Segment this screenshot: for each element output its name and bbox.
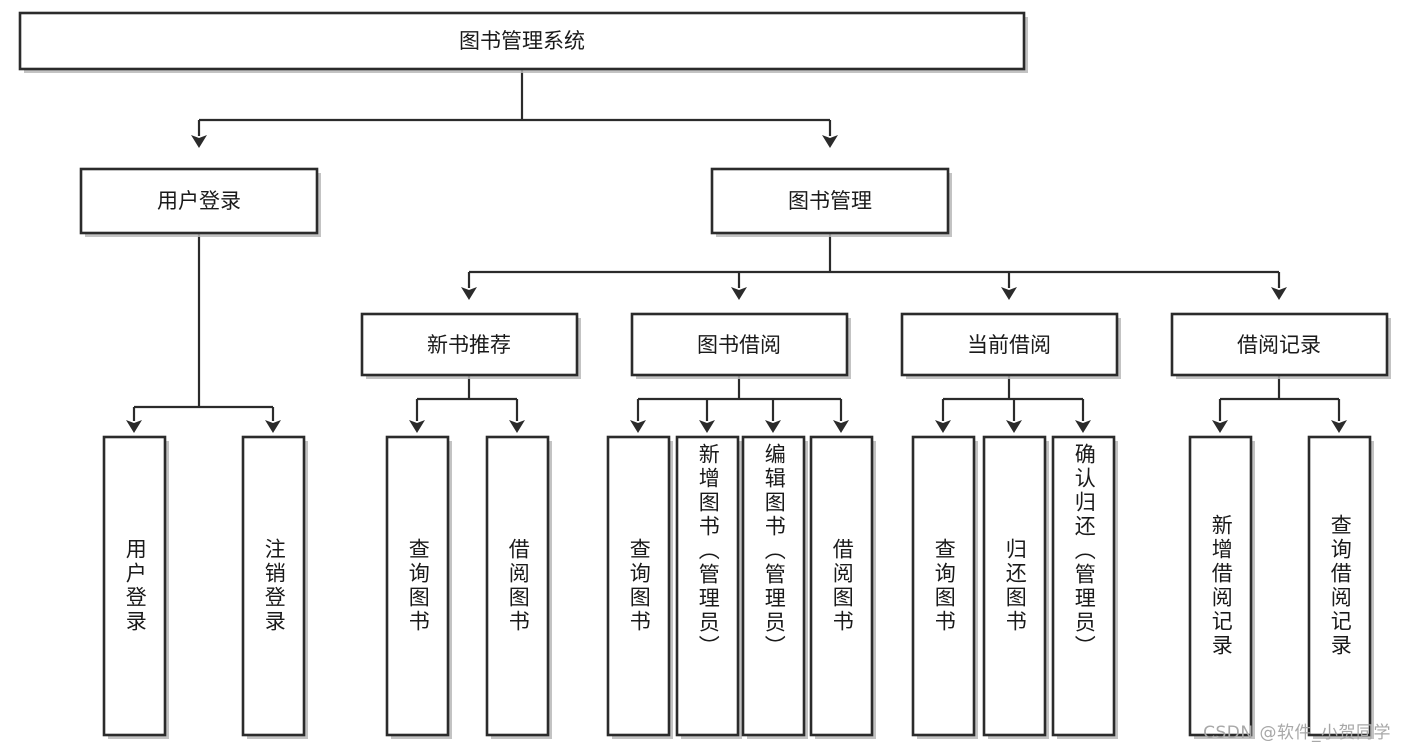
node-book-management-label: 图书管理	[788, 189, 872, 213]
node-book-management-box[interactable]	[710, 167, 950, 235]
leaf-add-borrow-record-box[interactable]	[1188, 435, 1253, 737]
node-book-borrow[interactable]: 图书借阅	[630, 312, 851, 379]
node-user-login[interactable]: 用户登录	[79, 167, 321, 237]
node-new-book-recommend-box[interactable]	[360, 312, 579, 377]
node-book-borrow-box[interactable]	[630, 312, 849, 377]
leaf-query-borrow-record-box[interactable]	[1307, 435, 1372, 737]
connector-group-root	[191, 69, 838, 148]
leaf-borrow-book-rec-box[interactable]	[485, 435, 550, 737]
leaf-query-book-rec-box[interactable]	[385, 435, 450, 737]
node-new-book-recommend-label: 新书推荐	[427, 333, 511, 357]
leaf-query-book-current-box[interactable]	[911, 435, 976, 737]
connector-group-user-login	[126, 233, 281, 433]
node-book-management[interactable]: 图书管理	[710, 167, 952, 237]
node-borrow-record[interactable]: 借阅记录	[1170, 312, 1391, 379]
node-root[interactable]: 图书管理系统	[18, 11, 1028, 73]
csdn-watermark: CSDN @软件_小贺同学	[1203, 723, 1391, 743]
node-borrow-record-label: 借阅记录	[1237, 333, 1321, 357]
connector-group-book-management	[461, 233, 1287, 300]
node-user-login-label: 用户登录	[157, 189, 241, 213]
leaf-boxes-group	[102, 435, 1374, 739]
leaf-add-book-box[interactable]	[675, 435, 740, 737]
node-new-book-recommend[interactable]: 新书推荐	[360, 312, 581, 379]
node-root-label: 图书管理系统	[459, 29, 585, 53]
connector-group-borrow-record	[1212, 375, 1347, 433]
node-user-login-box[interactable]	[79, 167, 319, 235]
node-current-borrow[interactable]: 当前借阅	[900, 312, 1121, 379]
leaf-logout-login-box[interactable]	[241, 435, 306, 737]
leaf-edit-book-box[interactable]	[741, 435, 806, 737]
connector-group-new-book-recommend	[409, 375, 525, 433]
leaf-confirm-return-box[interactable]	[1051, 435, 1116, 737]
leaf-return-book-box[interactable]	[982, 435, 1047, 737]
node-borrow-record-box[interactable]	[1170, 312, 1389, 377]
node-current-borrow-box[interactable]	[900, 312, 1119, 377]
connector-group-book-borrow	[630, 375, 849, 433]
connector-group-current-borrow	[935, 375, 1091, 433]
node-current-borrow-label: 当前借阅	[967, 333, 1051, 357]
node-book-borrow-label: 图书借阅	[697, 333, 781, 357]
leaf-query-book-borrow-box[interactable]	[606, 435, 671, 737]
node-root-box[interactable]	[18, 11, 1026, 71]
leaf-user-login-box[interactable]	[102, 435, 167, 737]
leaf-borrow-book-box[interactable]	[809, 435, 874, 737]
